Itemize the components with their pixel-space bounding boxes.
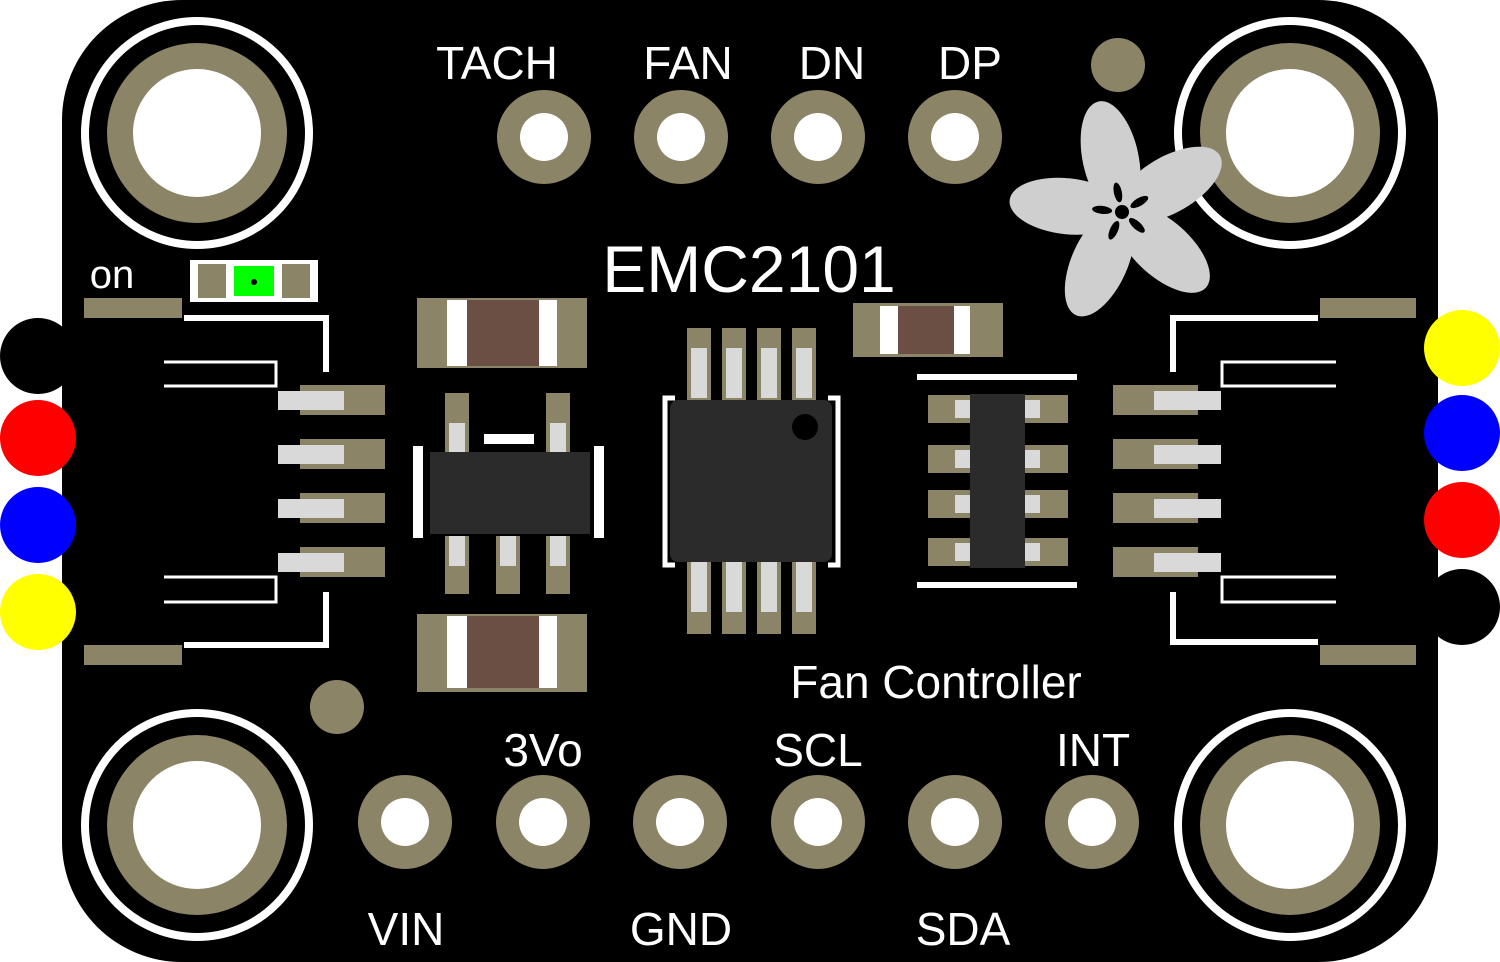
fiducial-top [1091, 38, 1145, 92]
resistor-top-right [853, 303, 1003, 357]
wire-black-left [0, 318, 76, 394]
pin-pad-int [1045, 775, 1139, 869]
capacitor-bottom [417, 614, 587, 692]
pin-label-int: INT [1056, 724, 1130, 776]
fiducial-bottom [310, 680, 364, 734]
right-wire-dots [1424, 310, 1500, 645]
mounting-hole-top-left [81, 17, 313, 249]
pin-label-dn: DN [799, 37, 865, 89]
voltage-regulator [413, 393, 604, 594]
pin-label-sda: SDA [916, 903, 1011, 955]
power-led [190, 260, 318, 302]
led-label: on [90, 253, 135, 297]
pin-pad-dn [771, 90, 865, 184]
pin-pad-fan [634, 90, 728, 184]
left-wire-dots [0, 318, 76, 650]
bottom-header: 3Vo SCL INT VIN GND SDA [358, 724, 1139, 955]
pin-pad-gnd [633, 775, 727, 869]
top-header: TACH FAN DN DP [436, 37, 1002, 184]
mounting-hole-bottom-right [1174, 709, 1406, 941]
chip-title: EMC2101 [602, 232, 896, 306]
pin-label-scl: SCL [773, 724, 862, 776]
right-connector-pads [1113, 385, 1221, 577]
pin-pad-sda [908, 775, 1002, 869]
pin-pad-dp [908, 90, 1002, 184]
pin-label-dp: DP [938, 37, 1002, 89]
pin-label-vin: VIN [368, 903, 445, 955]
mosfet-chip [917, 374, 1077, 588]
wire-blue-right [1424, 395, 1500, 471]
pin-pad-scl [771, 775, 865, 869]
pin-pad-3vo [496, 775, 590, 869]
pin-label-3vo: 3Vo [503, 724, 582, 776]
wire-red-left [0, 400, 76, 476]
emc2101-chip [662, 328, 841, 634]
left-connector-pads [278, 385, 385, 577]
wire-red-right [1424, 482, 1500, 558]
capacitor-top [417, 298, 587, 368]
mounting-hole-bottom-left [81, 709, 313, 941]
wire-yellow-left [0, 574, 76, 650]
pin-label-tach: TACH [436, 37, 558, 89]
board-subtitle: Fan Controller [790, 656, 1081, 708]
left-stemma-connector [84, 298, 385, 665]
right-stemma-connector [1113, 298, 1416, 665]
pin-pad-vin [358, 775, 452, 869]
wire-yellow-right [1424, 310, 1500, 386]
adafruit-flower-icon [1009, 101, 1222, 317]
pin-label-gnd: GND [630, 903, 732, 955]
pin-label-fan: FAN [643, 37, 732, 89]
wire-blue-left [0, 487, 76, 563]
mounting-hole-top-right [1174, 17, 1406, 249]
wire-black-right [1424, 569, 1500, 645]
pin-pad-tach [497, 90, 591, 184]
